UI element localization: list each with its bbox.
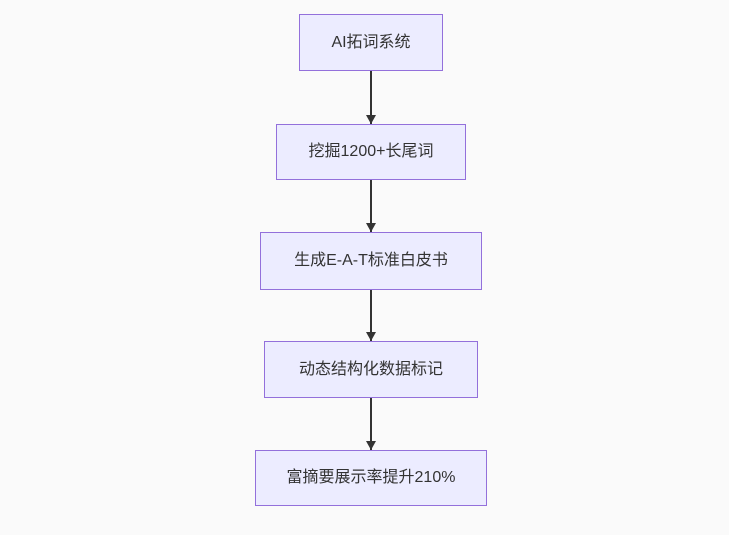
flow-node-longtail-mining: 挖掘1200+长尾词	[276, 124, 466, 180]
flow-arrow-2	[366, 180, 376, 232]
flow-node-label: 挖掘1200+长尾词	[308, 143, 434, 161]
flow-arrow-3	[366, 290, 376, 341]
flow-arrow-1	[366, 71, 376, 124]
flow-arrow-4	[366, 398, 376, 450]
flow-node-ai-word-expansion: AI拓词系统	[299, 14, 443, 71]
flow-node-rich-snippet-result: 富摘要展示率提升210%	[255, 450, 487, 506]
arrowhead-down-icon	[366, 441, 376, 450]
flow-node-eat-whitepaper: 生成E-A-T标准白皮书	[260, 232, 482, 290]
flow-node-label: 动态结构化数据标记	[298, 360, 443, 378]
flow-node-structured-data: 动态结构化数据标记	[264, 341, 478, 398]
flow-node-label: AI拓词系统	[331, 33, 411, 51]
flow-node-label: 生成E-A-T标准白皮书	[294, 252, 448, 270]
flow-node-label: 富摘要展示率提升210%	[286, 469, 456, 487]
arrowhead-down-icon	[366, 332, 376, 341]
arrowhead-down-icon	[366, 223, 376, 232]
arrowhead-down-icon	[366, 115, 376, 124]
